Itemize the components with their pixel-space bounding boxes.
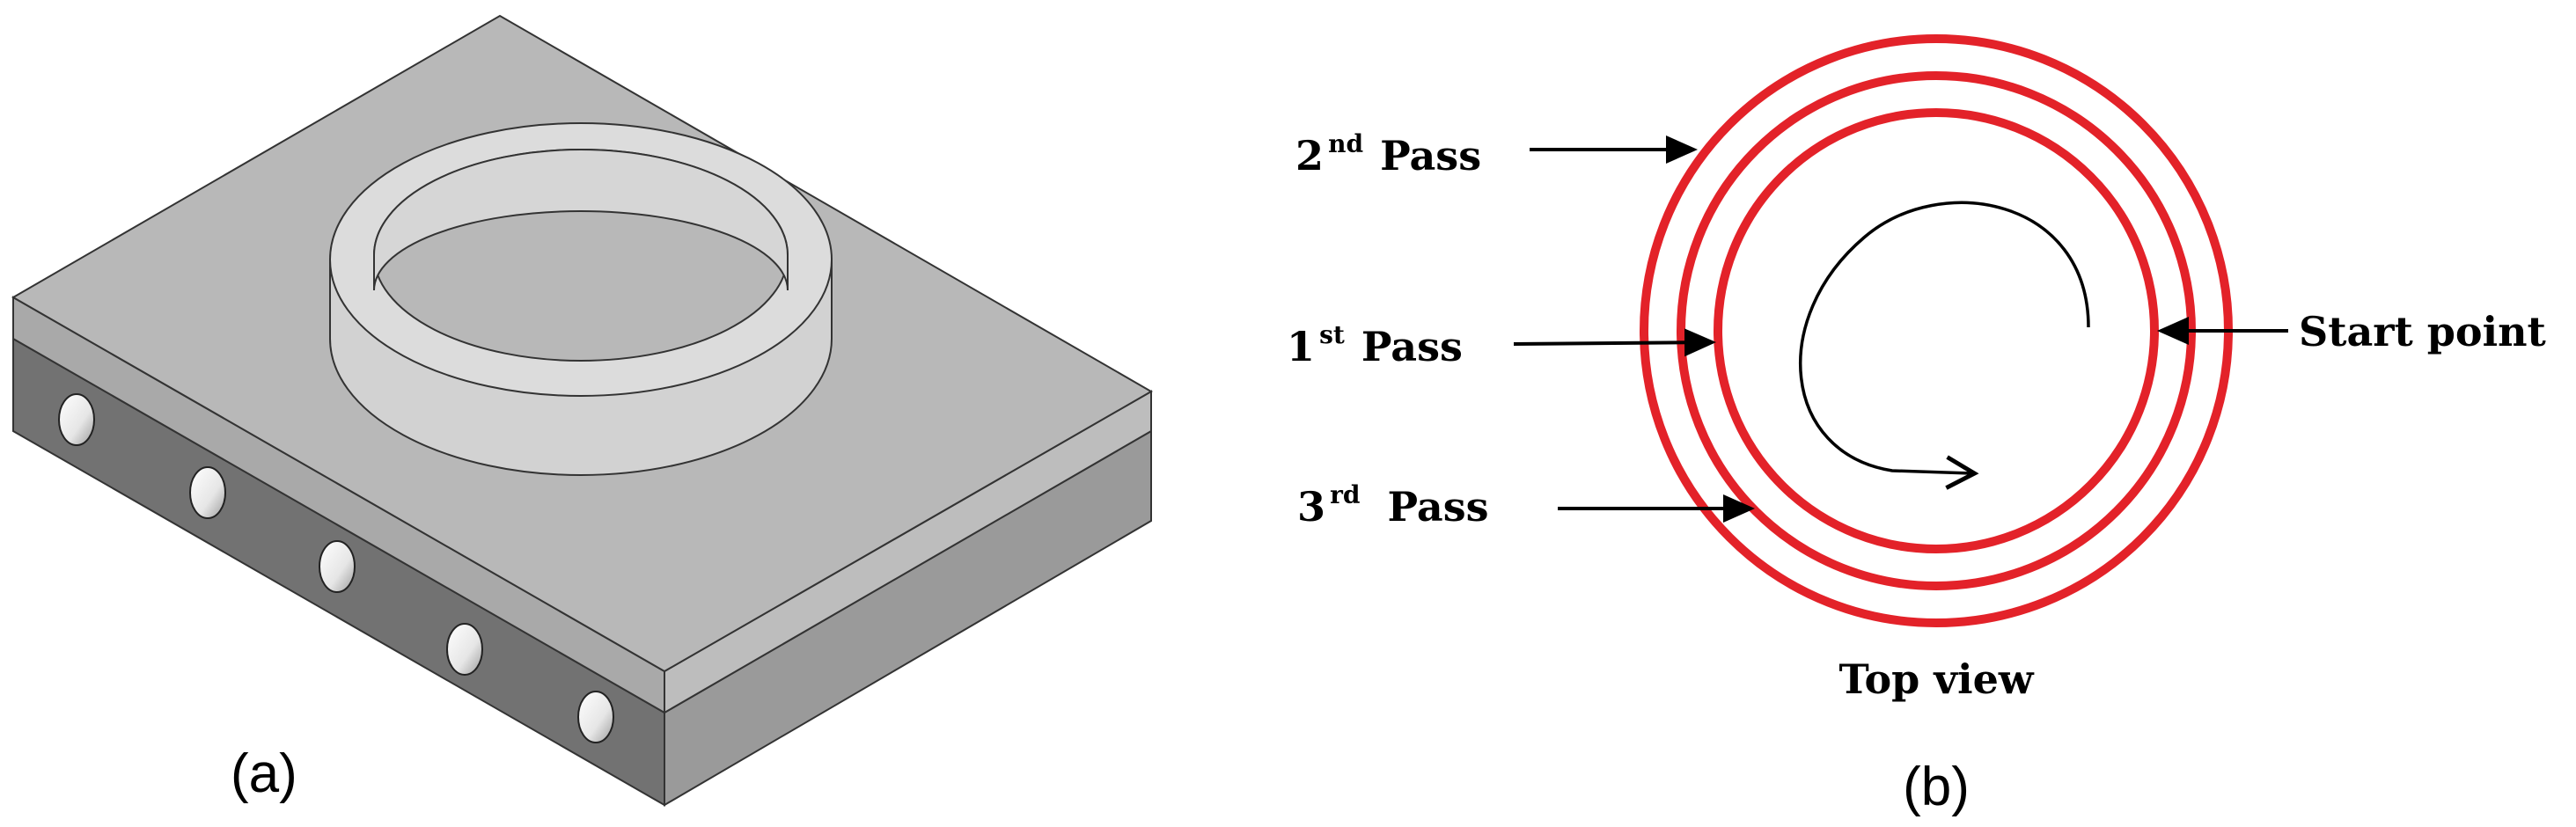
svg-text:1 st Pass: 1 st Pass xyxy=(1287,320,1463,370)
pass-2-number: 2 xyxy=(1295,132,1324,179)
panel-b-top-view: 2 nd Pass 1 st Pass 3 rd Pass Start poin… xyxy=(1287,34,2547,817)
pass-2-word: Pass xyxy=(1380,132,1481,179)
ring-inner-wall xyxy=(373,149,789,291)
svg-text:2 nd Pass: 2 nd Pass xyxy=(1295,129,1481,179)
label-2nd-pass: 2 nd Pass xyxy=(1295,129,1698,179)
pass-ring-inner xyxy=(1714,108,2159,553)
hole-1 xyxy=(58,393,95,446)
pass-ring-outer xyxy=(1640,34,2233,627)
svg-text:3 rd Pass: 3 rd Pass xyxy=(1297,480,1489,531)
pass-3-number: 3 xyxy=(1297,483,1325,531)
label-3rd-pass: 3 rd Pass xyxy=(1297,480,1755,531)
hole-4 xyxy=(446,623,483,676)
pass-2-suffix: nd xyxy=(1328,129,1363,158)
cooling-holes xyxy=(58,393,614,743)
hole-5 xyxy=(577,691,614,743)
top-view-caption: Top view xyxy=(1839,655,2035,703)
arrow-1st-pass xyxy=(1513,328,1716,357)
label-start-point: Start point xyxy=(2157,308,2547,355)
deposition-direction-arrow xyxy=(1799,201,2090,490)
label-1st-pass: 1 st Pass xyxy=(1287,320,1716,370)
pass-1-number: 1 xyxy=(1287,323,1315,370)
hole-2 xyxy=(189,466,226,519)
hole-3 xyxy=(319,540,356,593)
pass-3-suffix: rd xyxy=(1330,480,1360,509)
panel-a-label: (a) xyxy=(231,743,297,804)
panel-b-label: (b) xyxy=(1903,757,1970,817)
pass-1-word: Pass xyxy=(1361,323,1463,370)
pass-ring-middle xyxy=(1677,71,2196,590)
start-point-text: Start point xyxy=(2299,308,2547,355)
panel-a-isometric-block: (a) xyxy=(11,14,1154,807)
pass-1-suffix: st xyxy=(1319,320,1345,349)
pass-3-word: Pass xyxy=(1388,483,1489,531)
ring-boss xyxy=(329,122,833,476)
